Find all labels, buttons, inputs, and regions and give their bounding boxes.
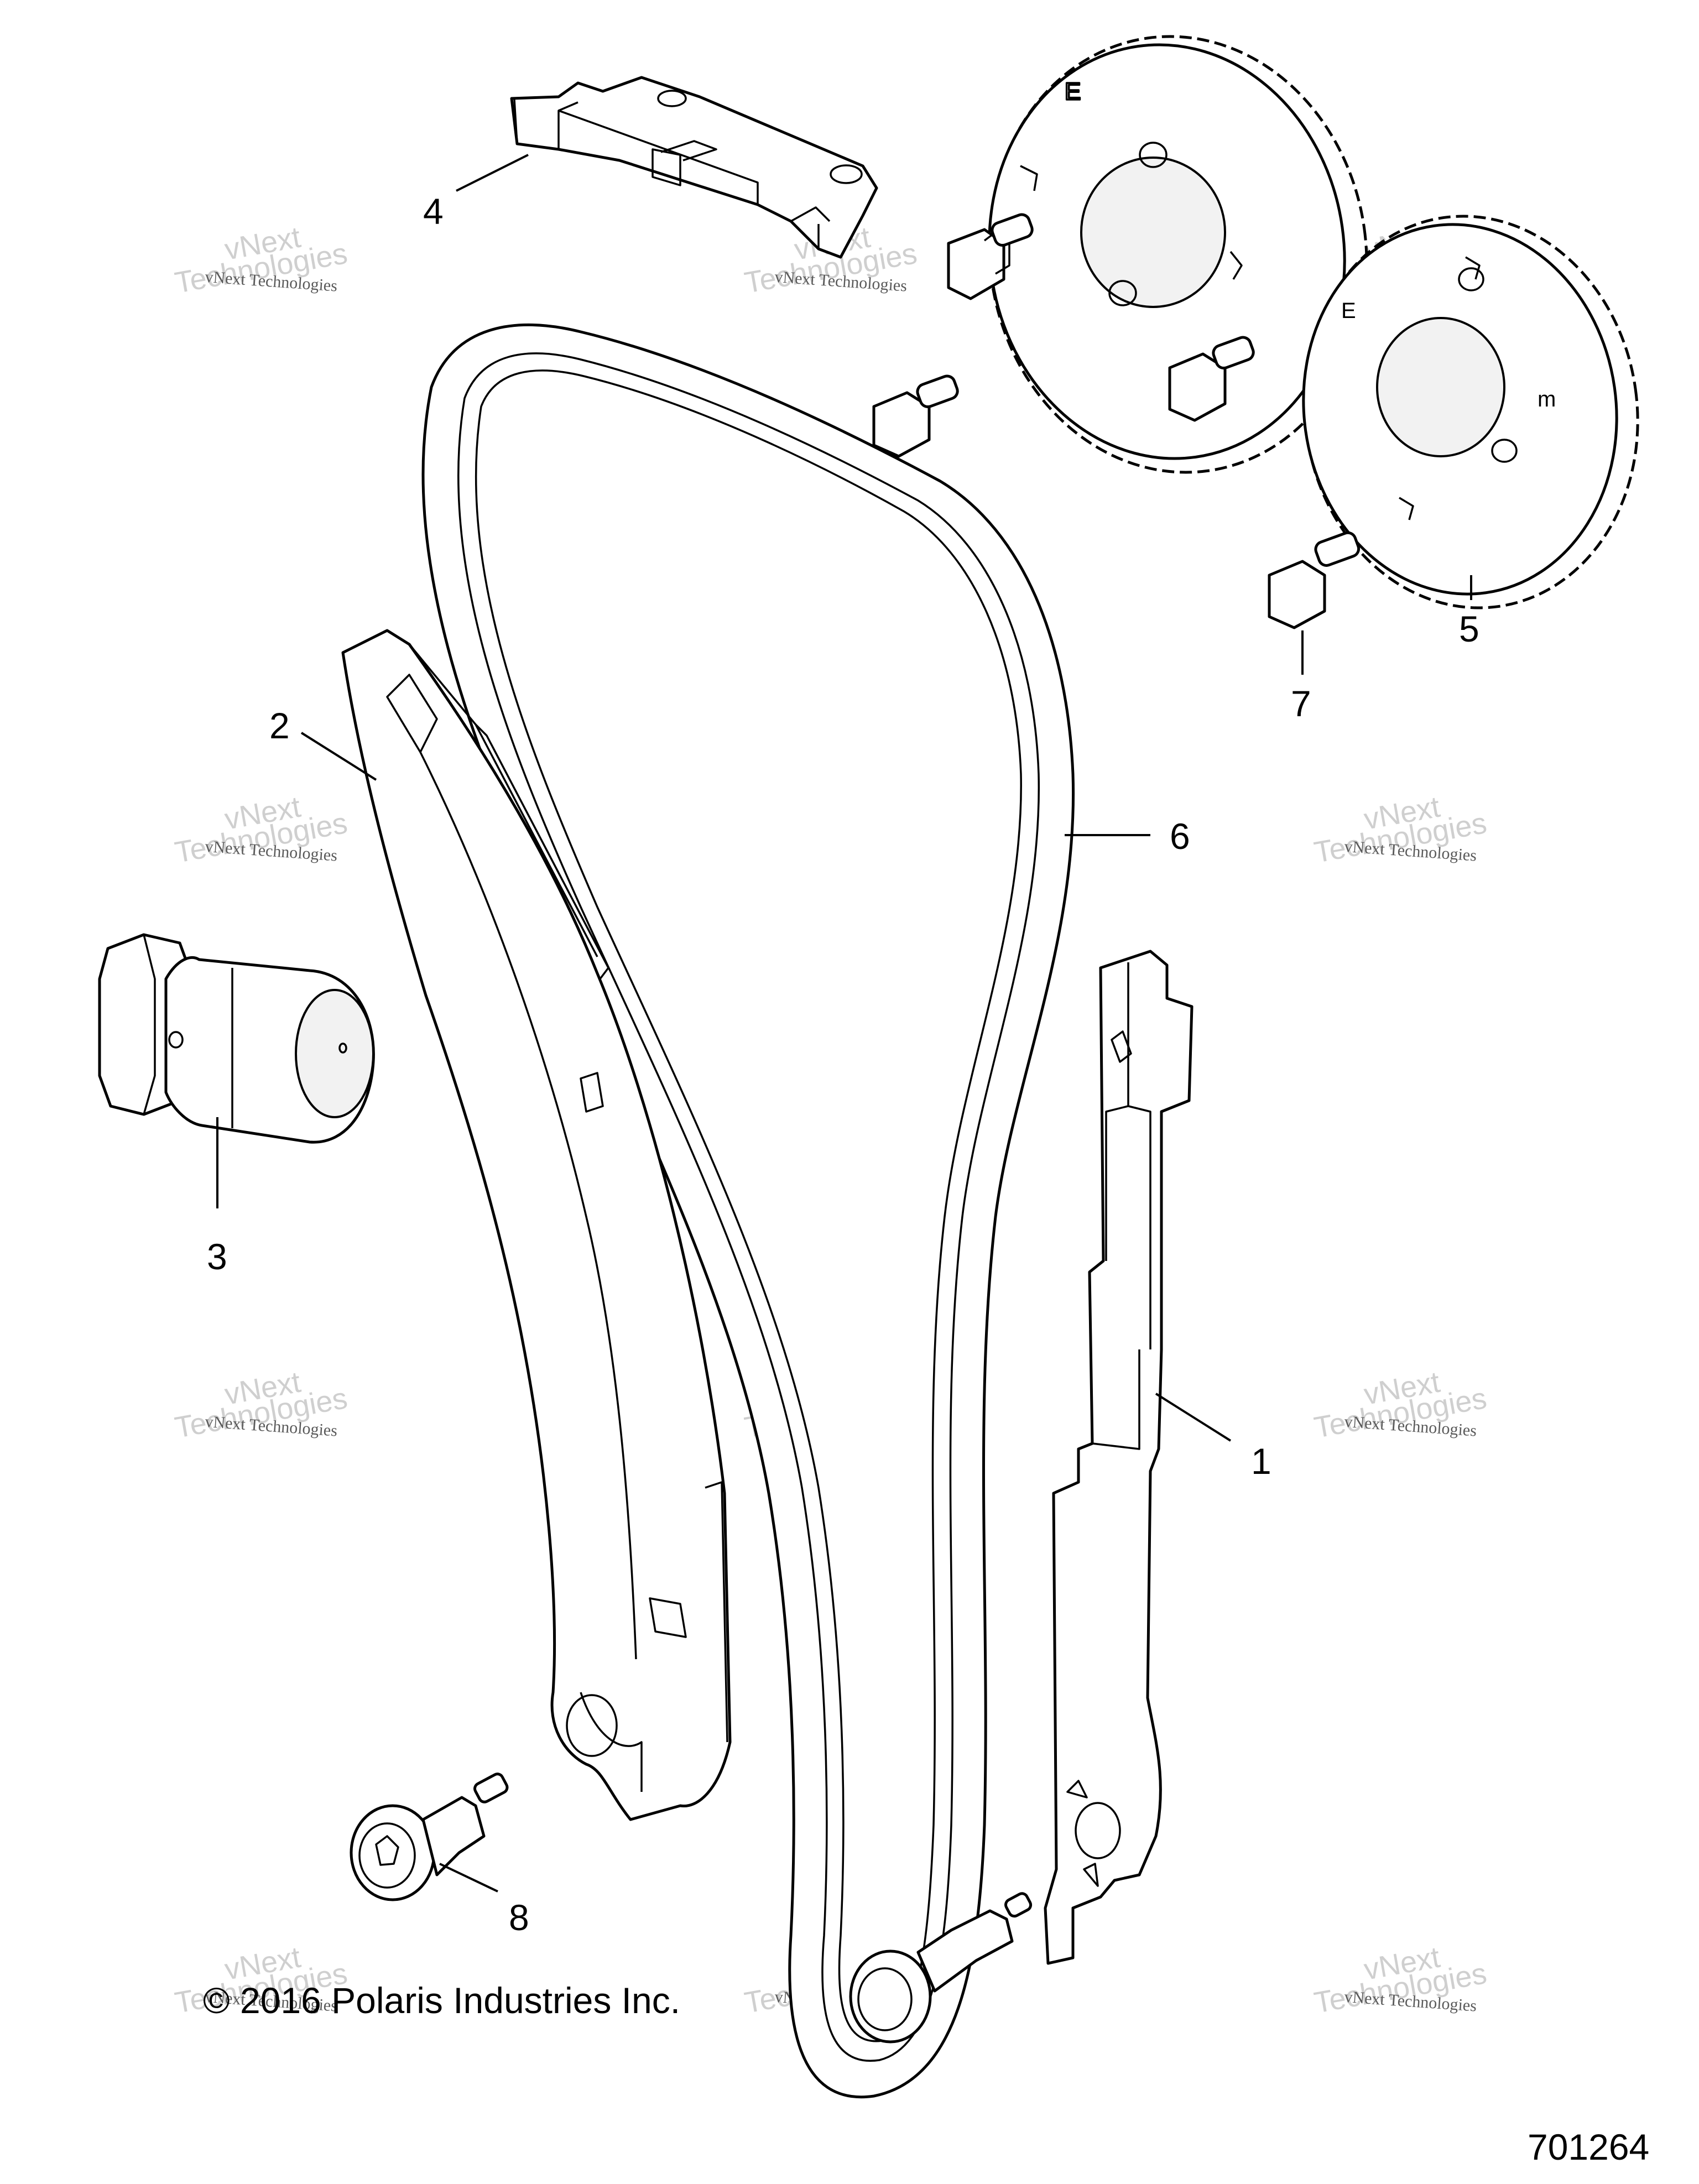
part-7-sprocket-bolt <box>1268 531 1361 629</box>
watermark: vNext Technologies vNext Technologies <box>1312 1365 1489 1445</box>
callout-2: 2 <box>269 705 290 746</box>
leader-4 <box>456 154 529 192</box>
callout-1: 1 <box>1251 1441 1271 1482</box>
callout-7: 7 <box>1291 683 1311 724</box>
figure-number: 701264 <box>1528 2126 1649 2167</box>
part-4-upper-chain-guide <box>510 76 878 259</box>
leader-1 <box>1155 1393 1232 1442</box>
part-7-sprocket-bolt <box>947 213 1034 300</box>
watermark: vNext Technologies vNext Technologies <box>173 1365 350 1445</box>
svg-text:E: E <box>1341 299 1356 323</box>
copyright-notice: © 2016 Polaris Industries Inc. <box>203 1980 680 2021</box>
watermark: vNext Technologies vNext Technologies <box>1312 1941 1489 2020</box>
leader-2 <box>300 732 377 781</box>
part-7-sprocket-bolt <box>1168 336 1255 422</box>
part-2-tensioner-guide <box>341 629 732 1821</box>
svg-text:m: m <box>1538 387 1556 411</box>
leader-8 <box>439 1863 498 1893</box>
leader-lines <box>216 154 1472 1893</box>
watermark: vNext Technologies vNext Technologies <box>1312 790 1489 869</box>
part-5-cam-sprocket-right: E m <box>1302 215 1639 609</box>
watermark: vNext Technologies vNext Technologies <box>173 790 350 869</box>
callout-5: 5 <box>1459 608 1479 649</box>
svg-text:E: E <box>1065 78 1081 105</box>
part-1-fixed-chain-guide <box>1044 950 1194 1965</box>
callout-3: 3 <box>207 1236 227 1277</box>
callout-labels: 1 2 3 4 5 6 7 8 <box>207 191 1479 1938</box>
part-3-chain-tensioner <box>98 933 375 1144</box>
part-5-cam-sprocket-left: E <box>988 35 1368 474</box>
callout-4: 4 <box>423 191 444 232</box>
callout-8: 8 <box>509 1897 529 1938</box>
part-8-pivot-bolt <box>350 1773 509 1901</box>
watermark: vNext Technologies vNext Technologies <box>173 221 350 300</box>
part-8-pivot-bolt <box>849 1892 1033 2044</box>
part-7-sprocket-bolt <box>872 374 959 458</box>
callout-6: 6 <box>1170 816 1190 857</box>
